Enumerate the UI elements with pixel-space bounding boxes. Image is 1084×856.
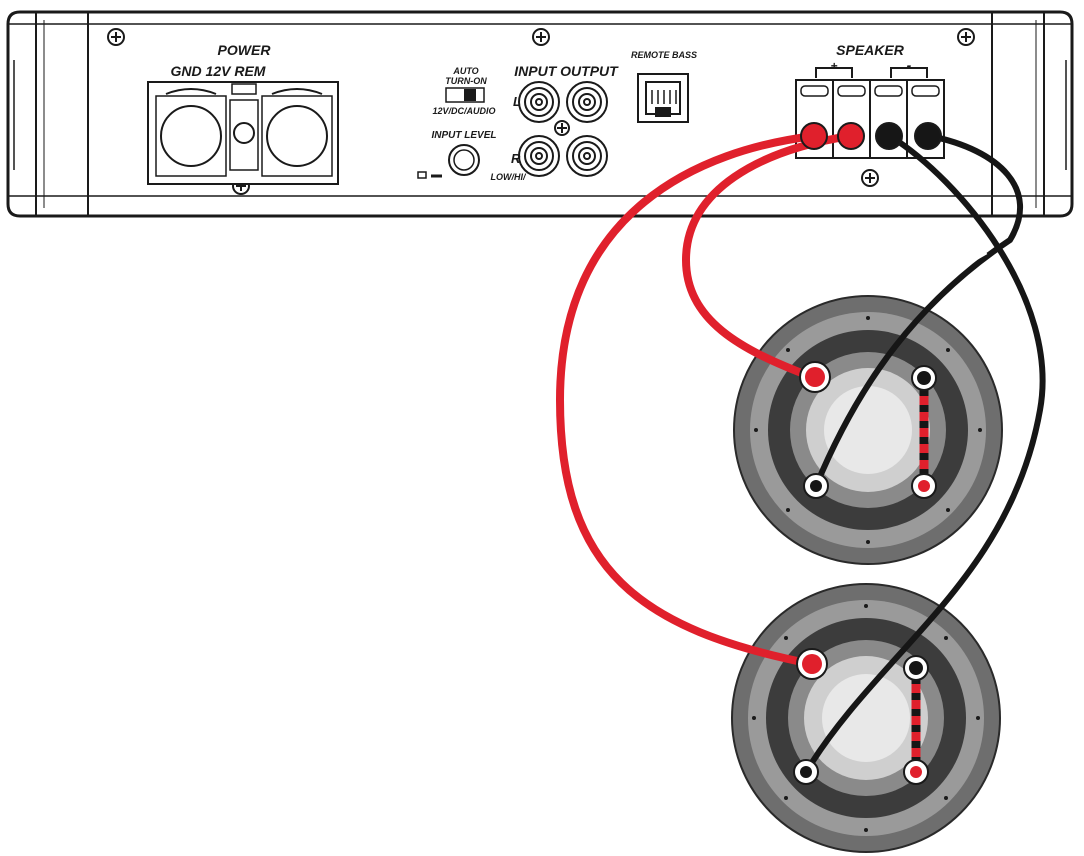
- rca-jack-icon[interactable]: [566, 81, 608, 123]
- screw-icon: [861, 169, 879, 187]
- speaker-mounting-holes: [752, 316, 982, 832]
- auto-turn-on-switch[interactable]: [445, 87, 485, 103]
- amp-terminal-negative-2: [914, 122, 942, 150]
- 12v-terminal: [266, 105, 328, 167]
- rca-jack-icon[interactable]: [518, 135, 560, 177]
- input-level-label: INPUT LEVEL: [431, 130, 496, 141]
- channel-left-label: L: [513, 94, 521, 109]
- subwoofer-bottom: [731, 583, 1001, 853]
- rca-jack-icon[interactable]: [566, 135, 608, 177]
- screw-icon: [532, 28, 550, 46]
- subwoofer-top: [733, 295, 1003, 565]
- power-terminals-label: GND 12V REM: [171, 63, 266, 79]
- positive-wire-to-top-speaker: [681, 132, 854, 381]
- negative-wire-to-bottom-speaker: [803, 133, 1046, 775]
- input-output-label: INPUT OUTPUT: [514, 63, 619, 79]
- rca-jack-icon[interactable]: [518, 81, 560, 123]
- remote-bass-label: REMOTE BASS: [631, 50, 697, 60]
- screw-icon: [107, 28, 125, 46]
- speaker-polarity-brackets: [815, 67, 928, 78]
- power-terminal-block: [147, 81, 339, 185]
- left-end-cap: [35, 11, 89, 217]
- speaker-label: SPEAKER: [836, 42, 905, 58]
- power-label: POWER: [218, 42, 272, 58]
- rem-terminal: [233, 122, 255, 144]
- low-hi-label: LOW/HI/: [491, 172, 527, 182]
- amp-terminal-positive-1: [800, 122, 828, 150]
- screw-icon: [957, 28, 975, 46]
- screw-icon: [554, 120, 570, 136]
- top-speaker-terminals: [799, 361, 937, 499]
- gnd-terminal: [160, 105, 222, 167]
- bottom-speaker-terminals: [793, 648, 929, 785]
- rj-port-icon[interactable]: [637, 73, 689, 123]
- auto-turn-on-modes-label: 12V/DC/AUDIO: [432, 106, 495, 116]
- turn-on-label: TURN-ON: [445, 76, 487, 86]
- amp-terminal-negative-1: [875, 122, 903, 150]
- amp-terminal-positive-2: [837, 122, 865, 150]
- input-level-knob[interactable]: [448, 144, 480, 176]
- auto-label: AUTO: [452, 66, 478, 76]
- positive-wire-to-bottom-speaker: [555, 132, 818, 668]
- wire-crossing-gap: [956, 249, 988, 271]
- channel-right-label: R: [511, 151, 521, 166]
- negative-wire-to-top-speaker: [813, 133, 1024, 489]
- input-level-minmax-icon: [417, 171, 442, 179]
- speaker-minus-label: -: [907, 57, 912, 73]
- speaker-plus-label: +: [830, 59, 837, 73]
